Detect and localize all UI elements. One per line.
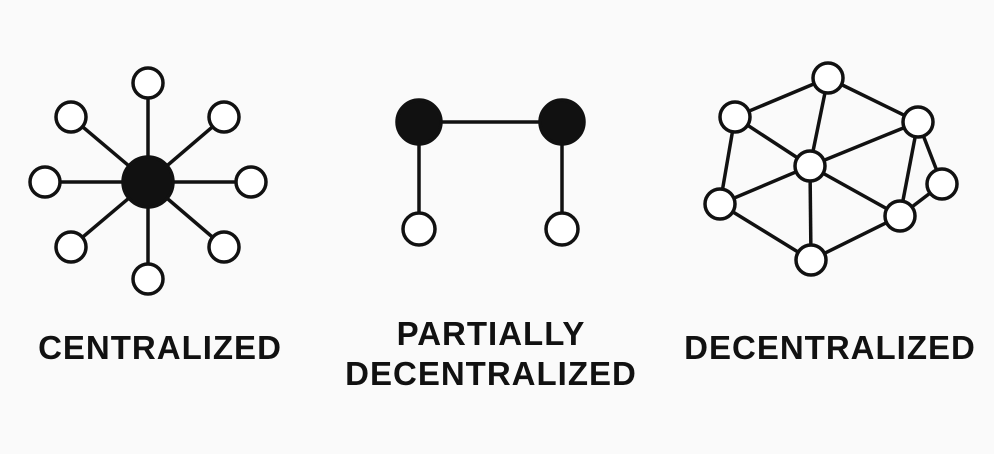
mesh-node xyxy=(718,100,752,134)
leaf-node xyxy=(54,230,88,264)
centralized-nodes xyxy=(28,66,268,296)
partial-label-line2: DECENTRALIZED xyxy=(345,355,637,392)
leaf-node xyxy=(401,211,437,247)
leaf-node xyxy=(28,165,62,199)
mesh-node xyxy=(793,149,827,183)
centralized-label-text: CENTRALIZED xyxy=(38,329,282,366)
partially-decentralized-label: PARTIALLY DECENTRALIZED xyxy=(336,314,646,394)
leaf-node xyxy=(131,66,165,100)
mesh-node xyxy=(703,187,737,221)
decentralized-edges xyxy=(718,76,944,262)
mesh-node xyxy=(883,199,917,233)
partial-edges xyxy=(417,120,564,229)
mesh-node xyxy=(794,243,828,277)
hub-node xyxy=(395,98,443,146)
mesh-node xyxy=(811,61,845,95)
partial-label-line1: PARTIALLY xyxy=(396,315,586,352)
centralized-label: CENTRALIZED xyxy=(10,328,310,368)
leaf-node xyxy=(544,211,580,247)
partial-nodes xyxy=(395,98,586,247)
leaf-node xyxy=(207,230,241,264)
mesh-node xyxy=(901,105,935,139)
decentralized-nodes xyxy=(703,61,959,277)
mesh-node xyxy=(925,167,959,201)
leaf-node xyxy=(207,100,241,134)
hub-node xyxy=(538,98,586,146)
leaf-node xyxy=(234,165,268,199)
decentralized-label: DECENTRALIZED xyxy=(670,328,990,368)
hub-node xyxy=(121,155,175,209)
leaf-node xyxy=(131,262,165,296)
decentralized-label-text: DECENTRALIZED xyxy=(684,329,976,366)
leaf-node xyxy=(54,100,88,134)
